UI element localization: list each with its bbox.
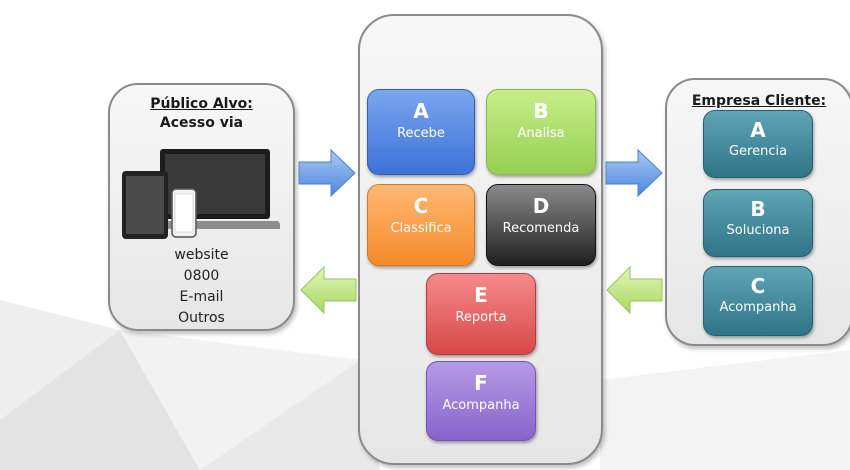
step-letter: C — [413, 194, 429, 218]
step-letter: B — [533, 99, 549, 123]
channel-others: Outros — [178, 310, 225, 326]
target-audience-title: Público Alvo: — [150, 96, 253, 112]
step-c-classifica: C Classifica — [367, 184, 475, 266]
step-label: Reporta — [455, 310, 507, 325]
back-arrow-icon — [300, 265, 357, 315]
step-d-recomenda: D Recomenda — [486, 184, 596, 266]
forward-arrow-icon — [605, 148, 663, 198]
step-label: Acompanha — [442, 398, 520, 413]
back-arrow-icon — [606, 265, 663, 315]
client-step-a-gerencia: A Gerencia — [703, 110, 813, 178]
step-label: Classifica — [390, 221, 452, 236]
step-label: Soluciona — [726, 223, 790, 238]
step-e-reporta: E Reporta — [426, 273, 536, 355]
step-label: Recebe — [397, 126, 445, 141]
forward-arrow-icon — [298, 148, 356, 198]
target-audience-panel: Público Alvo: Acesso via website 0800 E-… — [108, 83, 295, 331]
step-letter: C — [750, 274, 766, 298]
step-letter: A — [413, 99, 429, 123]
channels-list: website 0800 E-mail Outros — [110, 245, 293, 329]
step-b-analisa: B Analisa — [486, 89, 596, 175]
step-label: Recomenda — [502, 221, 580, 236]
step-letter: F — [474, 371, 488, 395]
step-label: Analisa — [517, 126, 565, 141]
bg-facet-2 — [0, 330, 200, 470]
step-letter: E — [474, 283, 488, 307]
step-letter: A — [750, 118, 766, 142]
devices-icon — [122, 149, 280, 239]
access-via-label: Acesso via — [159, 115, 244, 131]
step-f-acompanha: F Acompanha — [426, 361, 536, 441]
bg-facet-1 — [0, 300, 120, 420]
client-company-title: Empresa Cliente: — [691, 93, 827, 109]
client-step-c-acompanha: C Acompanha — [703, 266, 813, 336]
channel-0800: 0800 — [183, 268, 220, 284]
bg-facet-4 — [200, 360, 380, 470]
bg-facet-3 — [120, 330, 360, 470]
channel-website: website — [174, 247, 229, 263]
step-label: Gerencia — [728, 144, 788, 159]
step-letter: B — [750, 197, 766, 221]
channel-email: E-mail — [179, 289, 224, 305]
client-step-b-soluciona: B Soluciona — [703, 189, 813, 257]
step-letter: D — [532, 194, 550, 218]
step-a-recebe: A Recebe — [367, 89, 475, 175]
bg-facet-5 — [600, 350, 850, 470]
step-label: Acompanha — [719, 300, 797, 315]
